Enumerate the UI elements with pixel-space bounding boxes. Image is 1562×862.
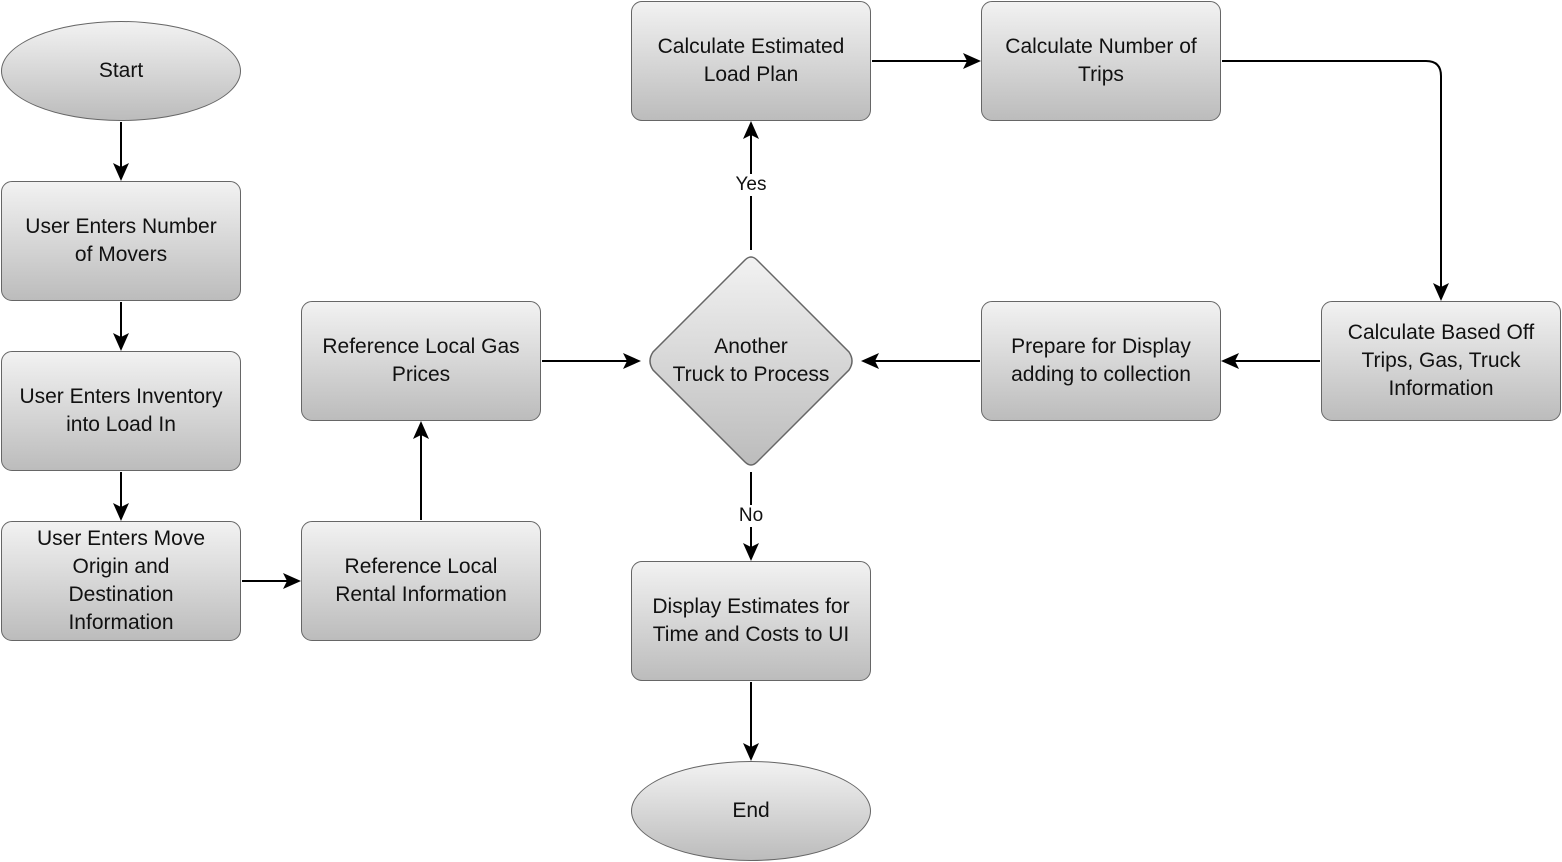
arrowhead-movers xyxy=(113,163,129,181)
display-estimates-node: Display Estimates for Time and Costs to … xyxy=(631,561,871,681)
reference-gas-node: Reference Local Gas Prices xyxy=(301,301,541,421)
arrowhead-inventory xyxy=(113,333,129,351)
arrowhead-end xyxy=(743,743,759,761)
end-node-label: End xyxy=(732,799,770,822)
edge-trips-to-calculate xyxy=(1222,60,1442,288)
decision-node: Another Truck to Process xyxy=(651,311,851,411)
user-enters-movers-label: User Enters Number of Movers xyxy=(25,215,217,266)
calculate-based-off-label: Calculate Based Off Trips, Gas, Truck In… xyxy=(1347,321,1535,400)
calculate-based-off-node: Calculate Based Off Trips, Gas, Truck In… xyxy=(1321,301,1561,421)
arrowhead-rental xyxy=(283,573,301,589)
end-node: End xyxy=(631,761,871,861)
yes-edge-label: Yes xyxy=(734,174,768,196)
decision-diamond xyxy=(649,256,853,466)
start-node: Start xyxy=(1,21,241,121)
calculate-load-plan-label: Calculate Estimated Load Plan xyxy=(657,35,845,86)
arrowhead-calculate xyxy=(1433,283,1449,301)
arrowhead-origin xyxy=(113,503,129,521)
user-enters-origin-node: User Enters Move Origin and Destination … xyxy=(1,521,241,641)
user-enters-inventory-node: User Enters Inventory into Load In xyxy=(1,351,241,471)
user-enters-inventory-label: User Enters Inventory into Load In xyxy=(19,385,223,436)
decision-label: Another Truck to Process xyxy=(672,335,830,386)
user-enters-movers-node: User Enters Number of Movers xyxy=(1,181,241,301)
prepare-display-node: Prepare for Display adding to collection xyxy=(981,301,1221,421)
user-enters-origin-label: User Enters Move Origin and Destination … xyxy=(36,527,206,634)
arrowhead-trips xyxy=(963,53,981,69)
start-node-label: Start xyxy=(98,59,144,82)
calculate-load-plan-node: Calculate Estimated Load Plan xyxy=(631,1,871,121)
arrowhead-gas xyxy=(413,421,429,439)
arrowhead-prepare xyxy=(1221,353,1239,369)
display-estimates-label: Display Estimates for Time and Costs to … xyxy=(652,595,850,646)
prepare-display-label: Prepare for Display adding to collection xyxy=(1011,335,1191,386)
reference-rental-node: Reference Local Rental Information xyxy=(301,521,541,641)
arrowhead-display xyxy=(743,543,759,561)
arrowhead-load-plan xyxy=(743,121,759,139)
arrowhead-decision-right xyxy=(861,353,879,369)
reference-rental-label: Reference Local Rental Information xyxy=(335,555,507,606)
no-edge-label: No xyxy=(737,505,765,527)
arrowhead-decision-left xyxy=(623,353,641,369)
calculate-trips-label: Calculate Number of Trips xyxy=(1005,35,1197,86)
calculate-trips-node: Calculate Number of Trips xyxy=(981,1,1221,121)
reference-gas-label: Reference Local Gas Prices xyxy=(322,335,520,386)
